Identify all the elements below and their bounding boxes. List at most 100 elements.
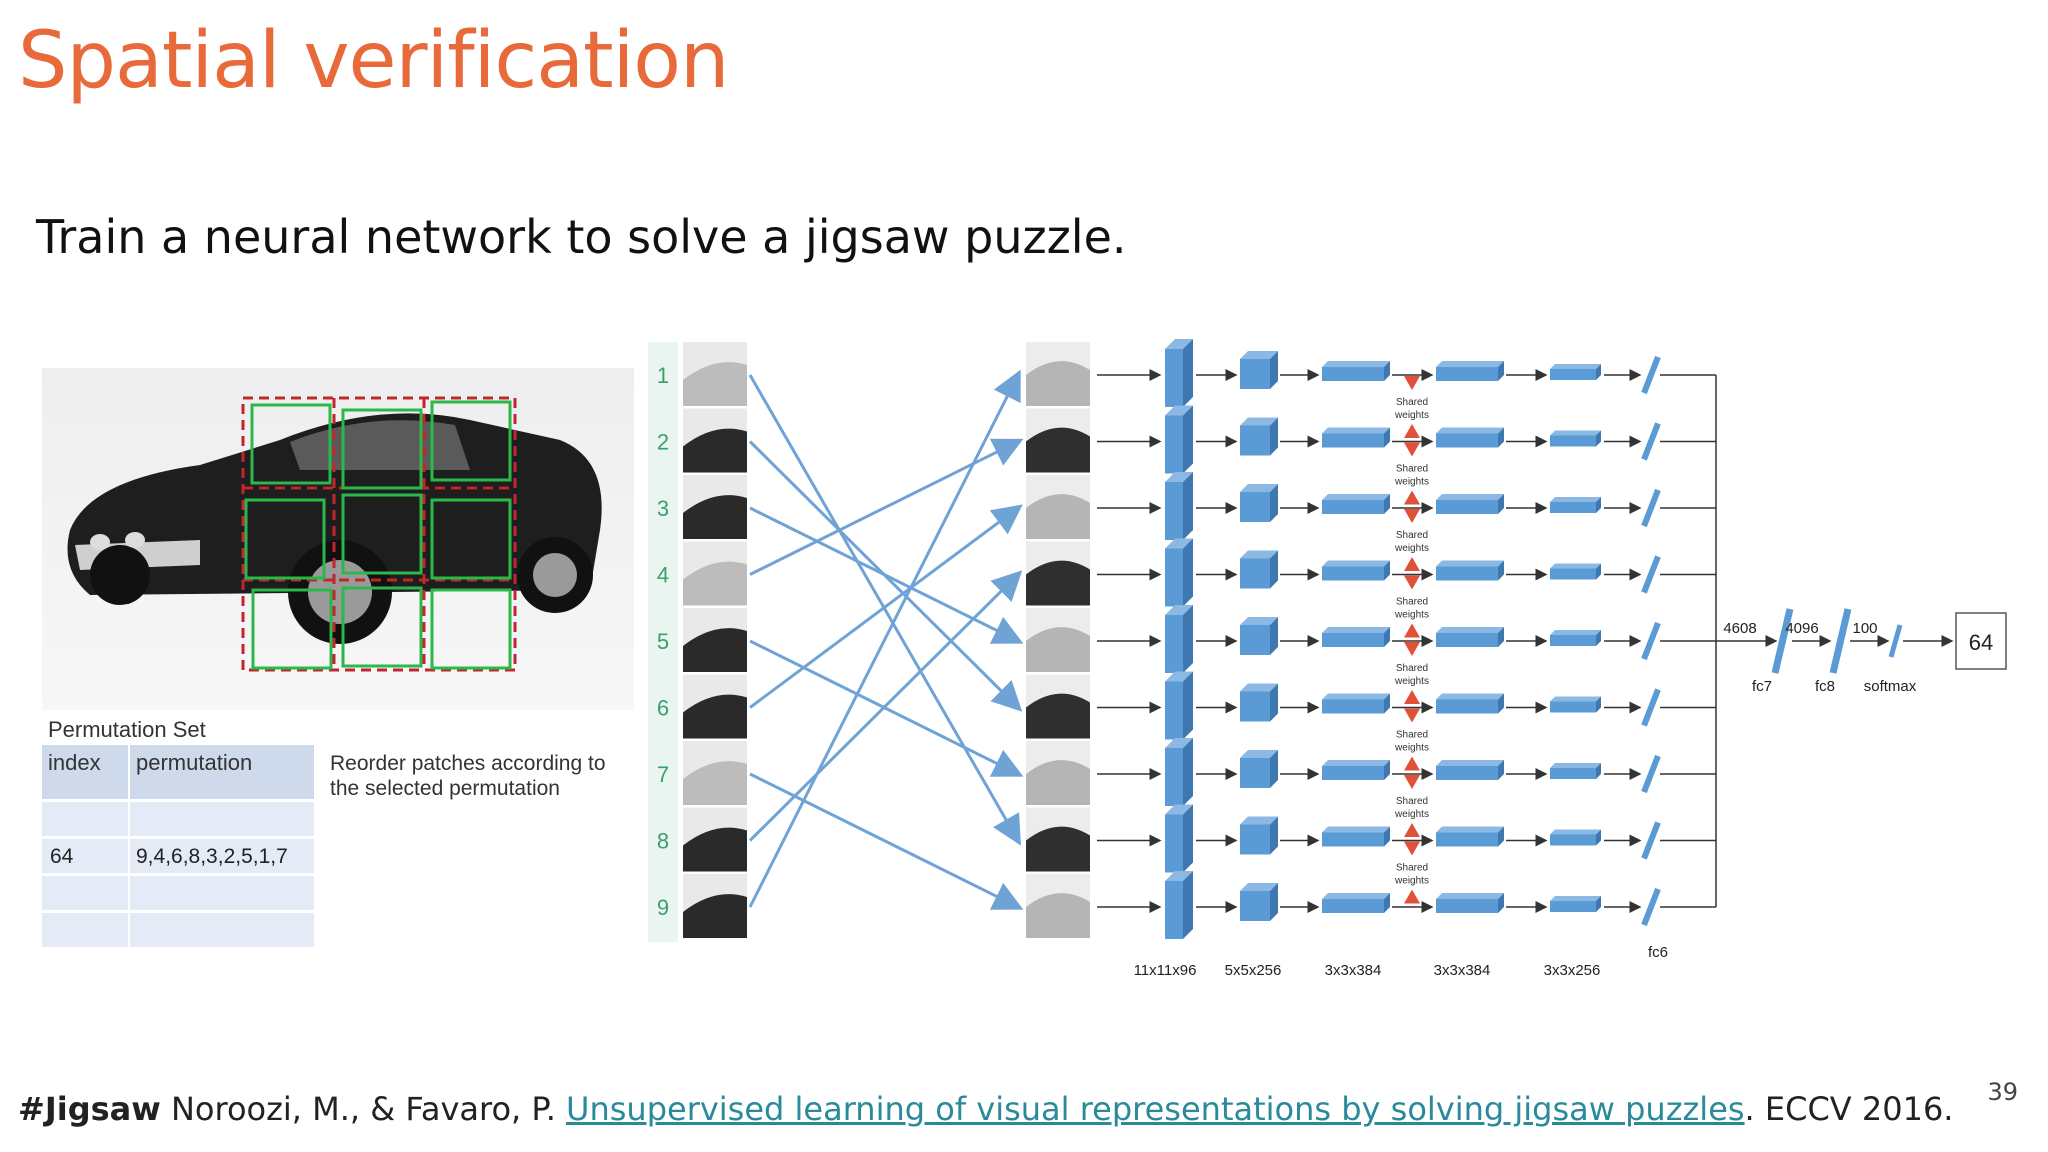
conv1-block	[1165, 738, 1193, 806]
left-patch-content	[683, 694, 747, 739]
conv4-block	[1436, 494, 1504, 514]
fc-dim-label: 4608	[1723, 620, 1756, 637]
conv4-block-side	[1498, 760, 1504, 780]
right-patch-content	[1026, 693, 1090, 739]
conv2-block-top	[1240, 417, 1278, 426]
conv4-block-top	[1436, 427, 1504, 434]
conv2-block-front	[1240, 625, 1270, 655]
right-patch-content	[1026, 893, 1090, 938]
page-number: 39	[1987, 1078, 2018, 1106]
conv1-block	[1165, 871, 1193, 939]
shared-weights-label: weights	[1394, 410, 1429, 421]
conv1-block-side	[1183, 671, 1193, 740]
conv5-block	[1550, 430, 1601, 447]
conv3-block-top	[1322, 893, 1390, 899]
conv3-block-side	[1384, 560, 1390, 581]
conv5-block-front	[1550, 502, 1596, 513]
slide-title: Spatial verification	[18, 16, 729, 106]
conv3-block-front	[1322, 766, 1384, 780]
conv5-block	[1550, 896, 1601, 912]
conv4-block-front	[1436, 832, 1498, 847]
conv2-block-side	[1270, 484, 1278, 522]
shared-weights-label: Shared	[1396, 597, 1428, 608]
shared-weights-label: weights	[1394, 809, 1429, 820]
conv5-block-side	[1596, 829, 1601, 846]
tile-number: 1	[657, 363, 669, 388]
conv3-block-top	[1322, 826, 1390, 833]
citation: #Jigsaw Noroozi, M., & Favaro, P. Unsupe…	[18, 1090, 1953, 1128]
conv5-block-side	[1596, 497, 1601, 513]
conv3-block-top	[1322, 627, 1390, 633]
conv5-block-front	[1550, 568, 1596, 580]
conv3-block-front	[1322, 633, 1384, 647]
conv2-block	[1240, 683, 1278, 722]
conv3-block-top	[1322, 427, 1390, 434]
conv1-block-front	[1165, 415, 1183, 474]
fc6-bar	[1641, 754, 1661, 794]
shared-weight-arrow-up	[1404, 756, 1420, 771]
conv2-block-side	[1270, 816, 1278, 855]
conv4-block	[1436, 627, 1504, 647]
shared-weight-arrow-down	[1404, 575, 1420, 590]
citation-paper-link[interactable]: Unsupervised learning of visual represen…	[566, 1090, 1745, 1128]
conv1-block-side	[1183, 405, 1193, 474]
conv4-block-top	[1436, 760, 1504, 766]
conv1-block-top	[1165, 472, 1193, 482]
shared-weight-arrow-down	[1404, 642, 1420, 656]
conv5-block-side	[1596, 430, 1601, 447]
conv1-block-top	[1165, 405, 1193, 416]
conv2-block	[1240, 550, 1278, 589]
conv3-block	[1322, 494, 1390, 514]
conv3-block-front	[1322, 832, 1384, 847]
conv4-block	[1436, 560, 1504, 581]
table-header-permutation: permutation	[136, 750, 252, 775]
layer-size-label: 3x3x384	[1325, 962, 1382, 979]
conv1-block-front	[1165, 681, 1183, 740]
conv2-block	[1240, 883, 1278, 921]
conv2-block-front	[1240, 758, 1270, 788]
shared-weights-label: weights	[1394, 610, 1429, 621]
shared-weight-arrow-up	[1404, 424, 1420, 438]
reorder-note-line2: the selected permutation	[330, 777, 560, 800]
conv4-block-side	[1498, 693, 1504, 714]
permutation-arrow	[749, 438, 1024, 576]
conv5-block	[1550, 696, 1601, 713]
tile-number-strip	[648, 342, 678, 942]
conv1-block-top	[1165, 605, 1193, 615]
conv2-block-side	[1270, 351, 1278, 389]
conv5-block-top	[1550, 430, 1601, 436]
conv3-block-front	[1322, 899, 1384, 913]
citation-suffix: . ECCV 2016.	[1744, 1090, 1954, 1128]
fc6-bar	[1641, 422, 1661, 461]
conv5-block	[1550, 630, 1601, 646]
conv3-block-side	[1384, 427, 1390, 448]
table-cell-index: 64	[50, 845, 74, 868]
conv4-block-front	[1436, 766, 1498, 780]
conv4-block-top	[1436, 494, 1504, 500]
conv5-block-front	[1550, 768, 1596, 779]
conv1-block	[1165, 339, 1193, 407]
shared-weights-label: Shared	[1396, 464, 1428, 475]
conv1-block-side	[1183, 472, 1193, 540]
fc6-bar	[1641, 887, 1661, 927]
shared-weights-label: weights	[1394, 743, 1429, 754]
permutation-arrow	[749, 639, 1024, 777]
conv1-block	[1165, 472, 1193, 540]
conv3-block	[1322, 760, 1390, 780]
fc6-bar	[1641, 488, 1661, 528]
fc6-bar	[1641, 621, 1661, 661]
conv2-block-side	[1270, 683, 1278, 722]
fc6-bar	[1641, 355, 1661, 395]
conv2-block-front	[1240, 425, 1270, 456]
tile-number: 9	[657, 895, 669, 920]
conv3-block-front	[1322, 500, 1384, 514]
conv4-block-front	[1436, 433, 1498, 448]
permutation-arrow	[749, 772, 1024, 910]
conv4-block	[1436, 826, 1504, 847]
conv1-block-side	[1183, 605, 1193, 673]
conv4-block-top	[1436, 627, 1504, 633]
conv3-block-side	[1384, 826, 1390, 847]
conv1-block-front	[1165, 615, 1183, 673]
conv5-block	[1550, 563, 1601, 580]
shared-weight-arrow-up	[1404, 889, 1420, 904]
